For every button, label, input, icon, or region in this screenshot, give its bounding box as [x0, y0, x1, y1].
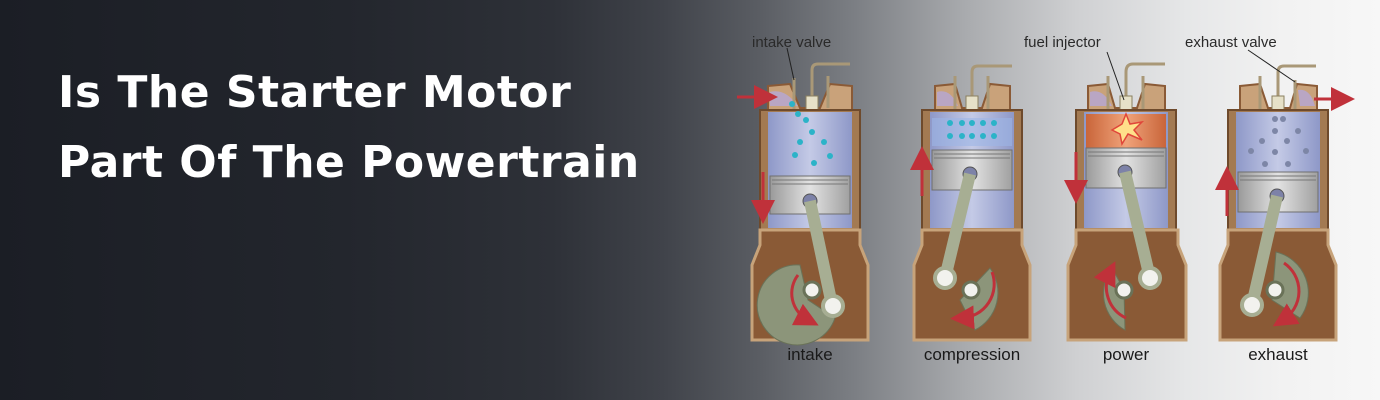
- callout-exhaust-valve: exhaust valve: [1185, 34, 1277, 51]
- callout-intake-valve: intake valve: [752, 34, 832, 51]
- engine-exhaust: [1215, 49, 1355, 342]
- stage-label-exhaust: exhaust: [1248, 345, 1308, 364]
- title-line-2: Part Of The Powertrain: [58, 137, 640, 188]
- callout-fuel-injector: fuel injector: [1024, 34, 1101, 51]
- engine-intake: [737, 47, 870, 346]
- page-title: Is The Starter Motor Part Of The Powertr…: [58, 58, 640, 198]
- engine-compression: [910, 64, 1032, 342]
- engine-power: [1064, 51, 1188, 342]
- title-line-1: Is The Starter Motor: [58, 67, 572, 118]
- stage-label-intake: intake: [787, 345, 833, 364]
- stage-label-compression: compression: [923, 345, 1021, 364]
- stage-label-power: power: [1102, 345, 1150, 364]
